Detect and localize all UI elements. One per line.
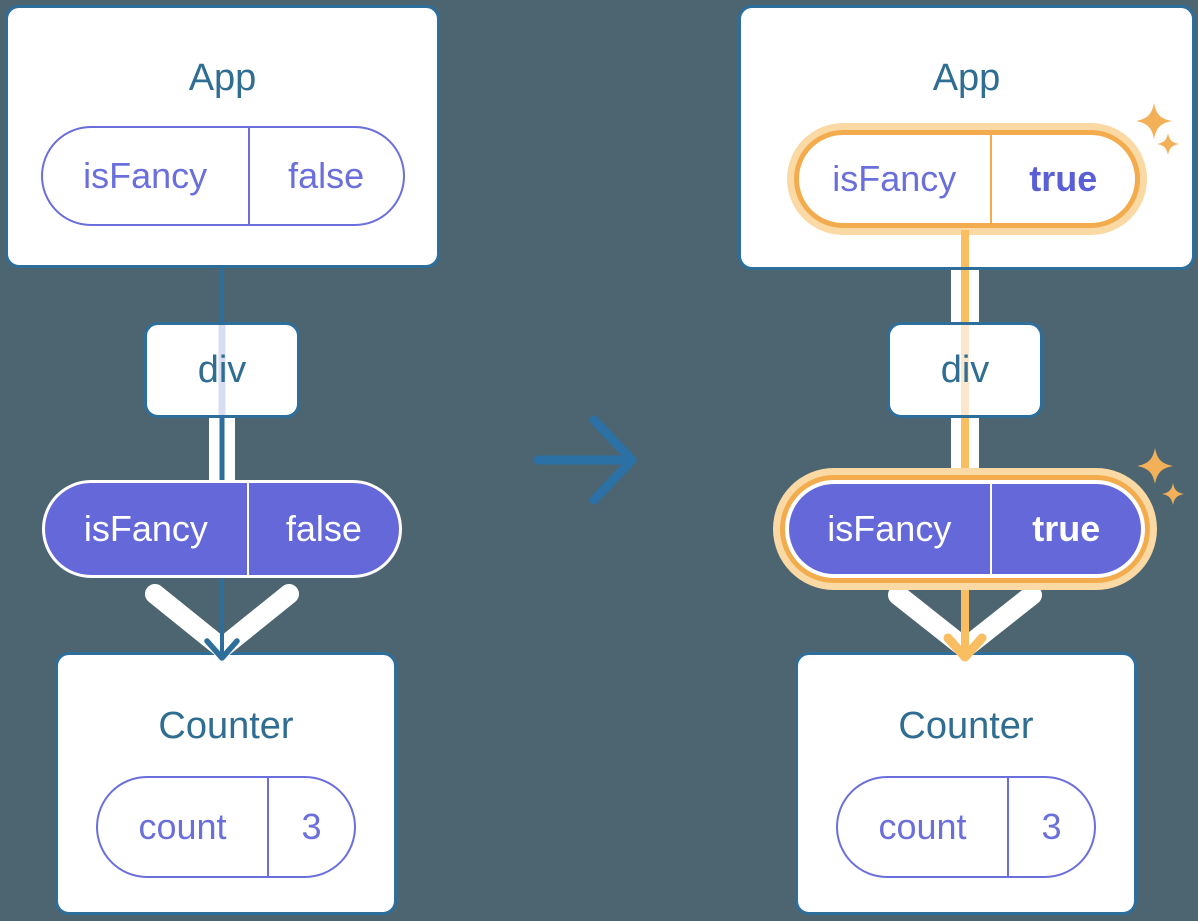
sparkle-icon bbox=[1137, 448, 1184, 505]
app-component-card-after: App isFancy true bbox=[738, 5, 1195, 270]
count-value-label: 3 bbox=[1041, 806, 1062, 847]
tree-edge-core bbox=[219, 416, 225, 482]
sparkle-icon bbox=[1136, 103, 1179, 155]
state-flow-core bbox=[961, 270, 969, 324]
div-label: div bbox=[940, 349, 990, 391]
prop-pipe-div-to-pill bbox=[209, 416, 235, 482]
pill-divider bbox=[247, 128, 250, 224]
app-component-card-before: App isFancy false bbox=[5, 5, 440, 268]
count-name-label: count bbox=[138, 806, 227, 847]
prop-pill-highlighted-after: isFancy true bbox=[785, 480, 1145, 578]
div-label: div bbox=[197, 349, 247, 391]
pill-divider bbox=[990, 135, 993, 223]
count-state-pill: count 3 bbox=[96, 776, 356, 878]
div-node-card-before: div bbox=[144, 322, 300, 418]
pass-down-arrow-icon bbox=[888, 590, 1042, 662]
prop-name-label: isFancy bbox=[827, 508, 952, 549]
pill-divider bbox=[266, 778, 269, 876]
state-trace-band bbox=[961, 325, 969, 415]
app-title: App bbox=[932, 57, 1001, 99]
app-state-pill-highlighted: isFancy true bbox=[793, 130, 1140, 228]
pill-divider bbox=[246, 483, 249, 575]
state-flow-core bbox=[961, 416, 969, 482]
div-node-card-after: div bbox=[887, 322, 1043, 418]
counter-component-card-before: Counter count 3 bbox=[55, 652, 397, 915]
counter-title: Counter bbox=[898, 705, 1034, 747]
counter-title: Counter bbox=[158, 705, 294, 747]
pill-divider bbox=[1006, 778, 1009, 876]
prop-pill-before: isFancy false bbox=[42, 480, 402, 578]
state-name-label: isFancy bbox=[83, 155, 208, 196]
count-state-pill: count 3 bbox=[836, 776, 1096, 878]
app-title: App bbox=[188, 57, 257, 99]
prop-pipe-div-to-pill bbox=[951, 416, 979, 482]
prop-name-label: isFancy bbox=[83, 508, 208, 549]
pass-down-arrow-icon bbox=[145, 578, 299, 661]
transition-right-arrow-icon bbox=[533, 415, 637, 505]
count-name-label: count bbox=[878, 806, 967, 847]
tree-edge-app-to-div bbox=[220, 267, 224, 324]
count-value-label: 3 bbox=[301, 806, 322, 847]
state-value-label: true bbox=[1029, 158, 1098, 199]
state-name-label: isFancy bbox=[832, 158, 957, 199]
pill-divider bbox=[989, 484, 992, 574]
prop-pipe-app-to-div bbox=[951, 270, 979, 324]
prop-trace-band bbox=[218, 325, 226, 415]
prop-value-label: true bbox=[1032, 508, 1101, 549]
counter-component-card-after: Counter count 3 bbox=[795, 652, 1137, 915]
state-flow-tail bbox=[961, 230, 969, 267]
prop-value-label: false bbox=[285, 508, 362, 549]
app-state-pill: isFancy false bbox=[40, 126, 405, 226]
state-value-label: false bbox=[288, 155, 365, 196]
